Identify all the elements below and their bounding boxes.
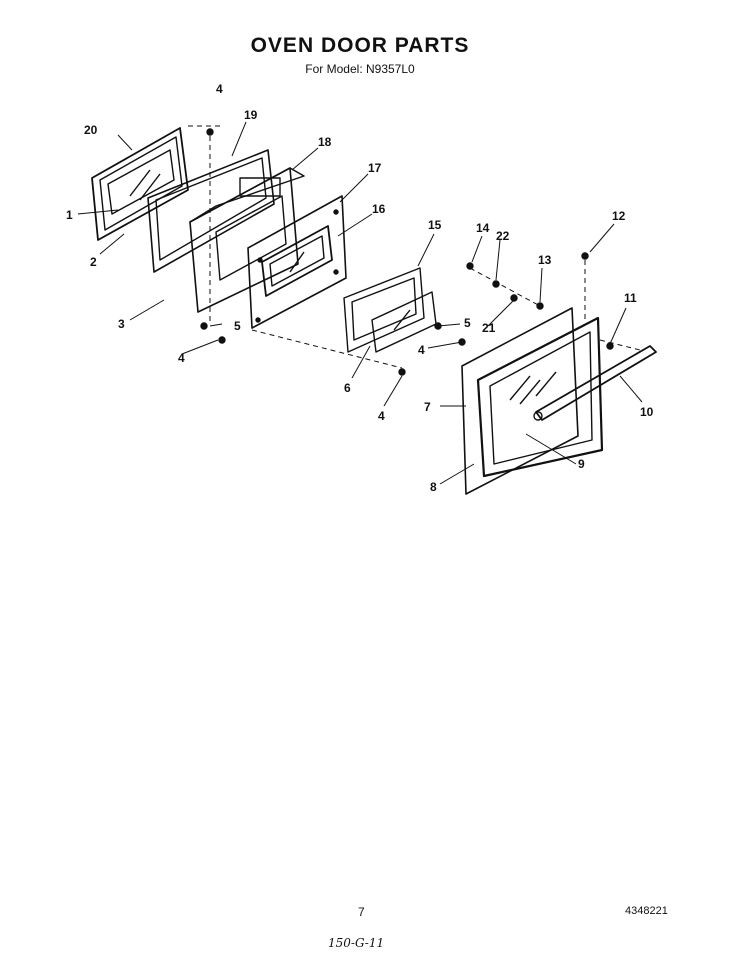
inner-glass-retainer bbox=[343, 267, 425, 353]
outer-door-frame bbox=[476, 316, 604, 478]
callout-leader-lines bbox=[77, 121, 643, 485]
callout-1: 1 bbox=[66, 208, 73, 222]
callout-18: 18 bbox=[318, 135, 332, 149]
inner-door-box bbox=[189, 167, 305, 313]
callout-4-left: 4 bbox=[178, 351, 185, 365]
callout-7: 7 bbox=[424, 400, 431, 414]
outer-door-panel bbox=[91, 127, 189, 241]
callout-14: 14 bbox=[476, 221, 490, 235]
callout-10: 10 bbox=[640, 405, 654, 419]
door-handle bbox=[533, 345, 657, 421]
callout-4-bottom: 4 bbox=[378, 409, 385, 423]
assembly-dashed-lines bbox=[188, 125, 641, 369]
callout-9: 9 bbox=[578, 457, 585, 471]
page-number: 7 bbox=[358, 905, 365, 919]
callout-5-right: 5 bbox=[464, 316, 471, 330]
callout-5-left: 5 bbox=[234, 319, 241, 333]
callout-19: 19 bbox=[244, 108, 258, 122]
callout-22: 22 bbox=[496, 229, 510, 243]
outer-glass bbox=[461, 307, 579, 495]
callout-11: 11 bbox=[624, 291, 637, 305]
callout-3: 3 bbox=[118, 317, 125, 331]
callout-4-center: 4 bbox=[418, 343, 425, 357]
document-number: 4348221 bbox=[625, 905, 668, 917]
inner-glass bbox=[371, 291, 437, 353]
page-title: OVEN DOOR PARTS bbox=[250, 34, 470, 57]
callout-labels: 1 2 3 4 4 4 4 5 5 6 7 8 9 10 11 12 13 14… bbox=[66, 82, 654, 494]
callout-2: 2 bbox=[90, 255, 97, 269]
callout-13: 13 bbox=[538, 253, 552, 267]
callout-15: 15 bbox=[428, 218, 442, 232]
model-subtitle: For Model: N9357L0 bbox=[305, 62, 415, 76]
handwritten-note: 150-G-11 bbox=[328, 936, 385, 950]
callout-6: 6 bbox=[344, 381, 351, 395]
callout-20: 20 bbox=[84, 123, 98, 137]
callout-21: 21 bbox=[482, 321, 496, 335]
callout-17: 17 bbox=[368, 161, 382, 175]
callout-12: 12 bbox=[612, 209, 626, 223]
callout-4-top: 4 bbox=[216, 82, 223, 96]
door-liner-panel bbox=[247, 195, 347, 329]
window-gasket bbox=[261, 225, 333, 297]
callout-16: 16 bbox=[372, 202, 386, 216]
door-frame bbox=[147, 149, 275, 273]
callout-8: 8 bbox=[430, 480, 437, 494]
